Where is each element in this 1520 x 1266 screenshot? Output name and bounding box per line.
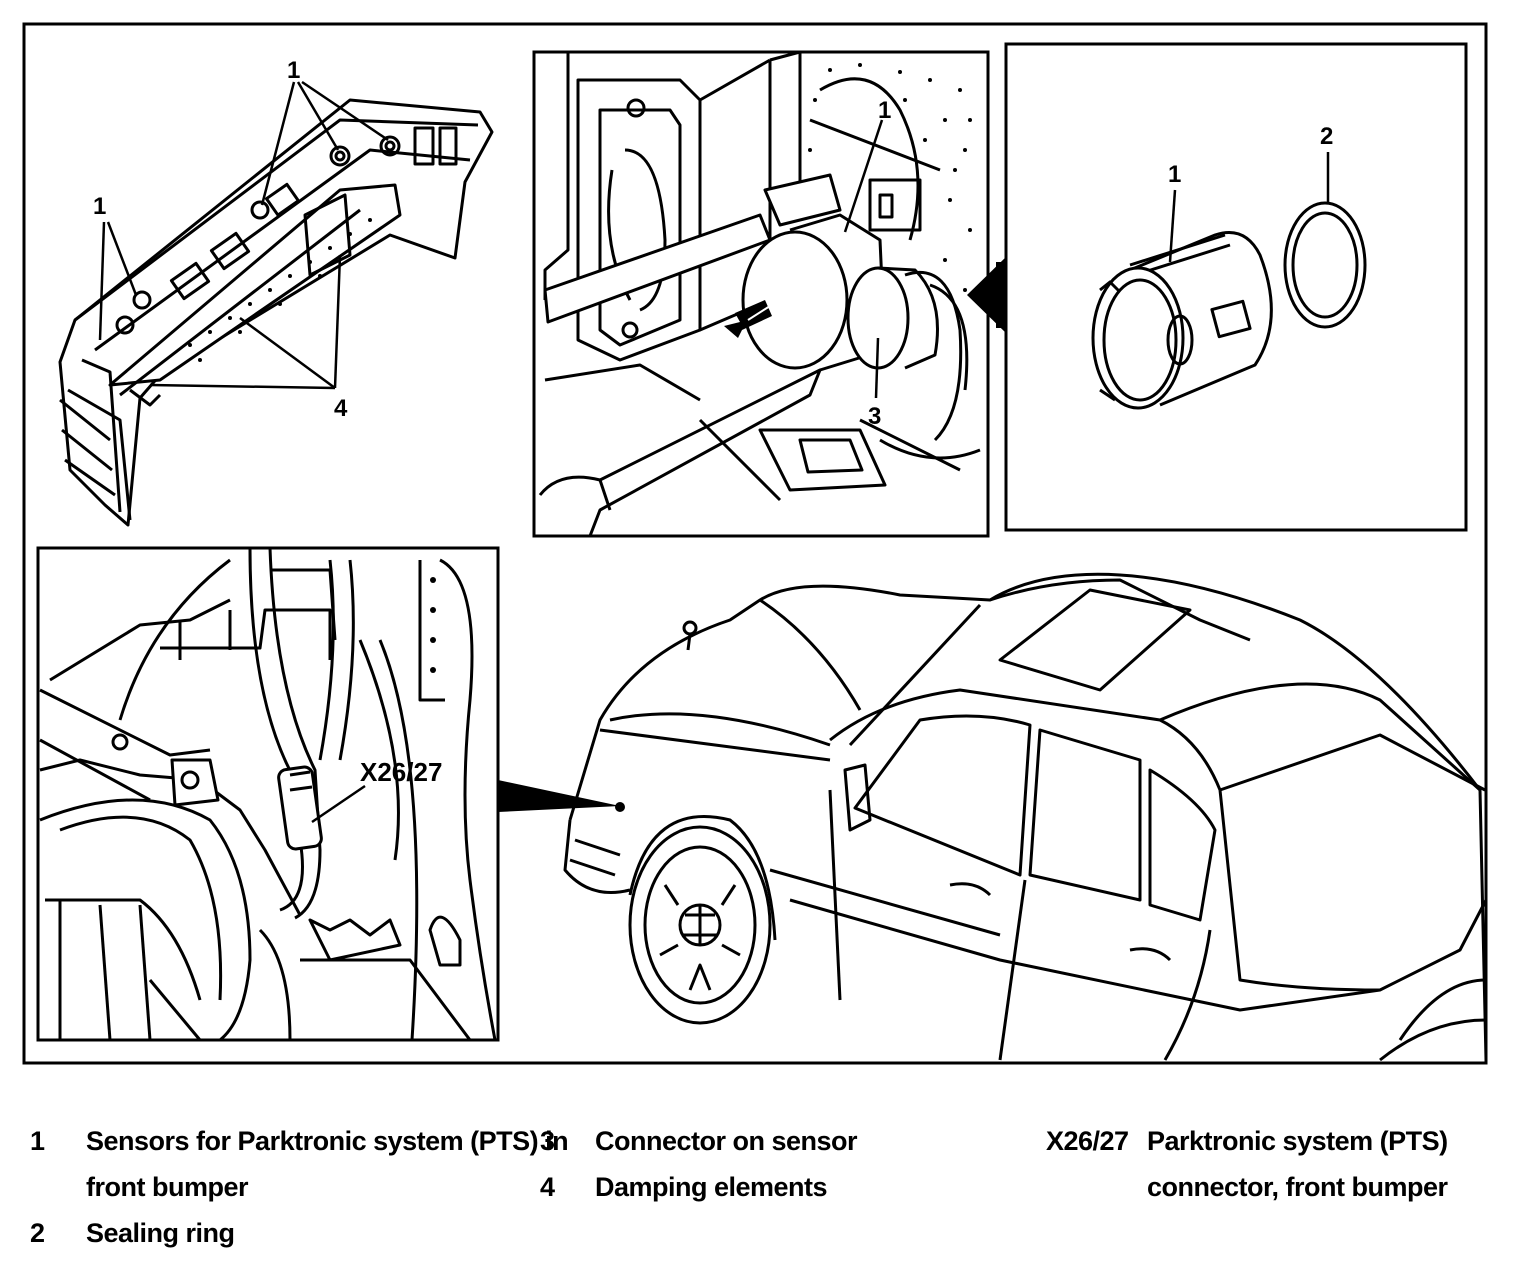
legend-line: Sealing ring — [86, 1218, 235, 1248]
bumper-callout-lines — [98, 80, 389, 390]
sensor-removal-panel — [532, 50, 990, 538]
legend-text: Sealing ring — [86, 1210, 235, 1256]
callout-sensor-3: 3 — [868, 403, 881, 430]
callout-bumper-1a: 1 — [287, 57, 300, 84]
legend-line: Parktronic system (PTS) — [1147, 1126, 1448, 1156]
legend-text: Connector on sensor — [595, 1118, 858, 1164]
legend: 1 Sensors for Parktronic system (PTS) in… — [0, 1118, 1520, 1258]
car-illustration — [563, 572, 1488, 1062]
legend-text: Damping elements — [595, 1164, 828, 1210]
pointer-wedge-icon — [498, 780, 620, 812]
legend-line: Sensors for Parktronic system (PTS) in — [86, 1126, 569, 1156]
callout-parts-2: 2 — [1320, 123, 1333, 150]
connector-detail-panel — [36, 546, 500, 1042]
parts-panel — [1004, 42, 1468, 532]
legend-key: X26/27 — [1046, 1126, 1129, 1156]
callout-sensor-1: 1 — [878, 97, 891, 124]
legend-key: 4 — [540, 1172, 555, 1202]
callout-bumper-4: 4 — [334, 395, 348, 422]
legend-line: connector, front bumper — [1147, 1172, 1448, 1202]
legend-key: 2 — [30, 1218, 45, 1248]
figure: 1 1 4 — [22, 22, 1488, 1065]
legend-text: Sensors for Parktronic system (PTS) in f… — [86, 1118, 569, 1210]
callout-bumper-1b: 1 — [93, 193, 106, 220]
callout-parts-1: 1 — [1168, 161, 1181, 188]
outer-frame — [22, 22, 1488, 1065]
legend-text: Parktronic system (PTS) connector, front… — [1147, 1118, 1448, 1210]
legend-key: 1 — [30, 1126, 45, 1156]
legend-line: Connector on sensor — [595, 1126, 858, 1156]
legend-line: front bumper — [86, 1172, 249, 1202]
legend-key: 3 — [540, 1126, 555, 1156]
bumper-illustration — [58, 98, 494, 527]
legend-line: Damping elements — [595, 1172, 828, 1202]
callout-connector: X26/27 — [360, 757, 442, 787]
